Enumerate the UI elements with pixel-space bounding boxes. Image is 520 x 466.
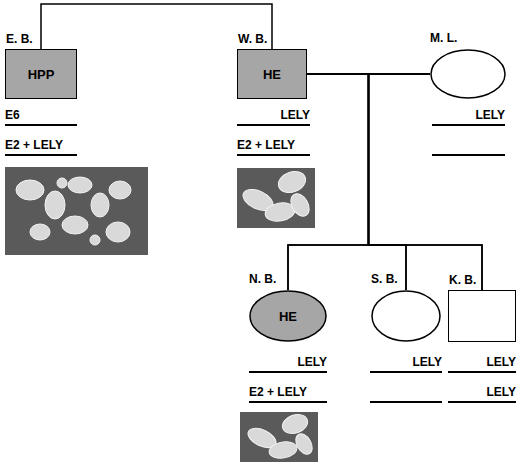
allele-label: LELY [237, 108, 310, 122]
person-name: M. L. [430, 31, 457, 45]
allele-label: LELY [448, 355, 516, 369]
person-name: S. B. [371, 272, 398, 286]
pedigree-line [288, 74, 430, 290]
pedigree-line [369, 74, 431, 290]
allele-label: E2 + LELY [5, 138, 95, 152]
pedigree-circle: M. L. [430, 49, 506, 99]
pedigree-square: W. B.HE [237, 49, 307, 99]
micrograph [240, 411, 318, 462]
pedigree-circle: S. B. [371, 290, 441, 342]
elliptocytes [245, 411, 316, 460]
person-name: N. B. [249, 272, 276, 286]
pedigree-line [307, 73, 430, 75]
allele-line [237, 124, 310, 126]
allele-line [5, 154, 77, 156]
allele-label: LELY [370, 355, 442, 369]
pedigree-square: K. B. [448, 290, 516, 342]
allele-lines [5, 125, 516, 402]
circle-shape [250, 291, 326, 341]
allele-label: E2 + LELY [237, 138, 327, 152]
phenotype-label: HPP [6, 50, 76, 98]
person-name: E. B. [6, 32, 33, 46]
allele-label: LELY [448, 385, 516, 399]
pedigree-line [307, 74, 406, 290]
allele-line [249, 371, 327, 373]
circle-outline [430, 49, 506, 99]
allele-line [249, 401, 327, 403]
circle-shape [431, 50, 505, 98]
person-name: W. B. [238, 32, 267, 46]
micrograph-background [240, 412, 318, 462]
allele-line [237, 154, 310, 156]
allele-line [5, 124, 77, 126]
micrograph-background [237, 168, 315, 228]
allele-label: LELY [432, 108, 505, 122]
phenotype-label: HE [249, 290, 327, 342]
allele-line [432, 154, 505, 156]
allele-label: LELY [249, 355, 327, 369]
person-name: K. B. [449, 273, 476, 287]
circle-shape [372, 291, 440, 341]
red-cells [16, 177, 131, 245]
pedigree-circle: N. B.HE [249, 290, 327, 342]
allele-line [448, 371, 516, 373]
pedigree-line [288, 74, 369, 290]
pedigree-line [369, 74, 483, 290]
allele-line [370, 371, 442, 373]
micrograph [237, 168, 315, 228]
circle-outline [371, 290, 441, 342]
allele-line [448, 401, 516, 403]
micrograph-background [5, 167, 148, 255]
micrograph [5, 167, 148, 255]
pedigree-square: E. B.HPP [5, 49, 77, 99]
allele-label: E2 + LELY [249, 385, 339, 399]
allele-line [432, 124, 505, 126]
elliptocytes [240, 168, 313, 224]
pedigree-line [41, 4, 272, 49]
allele-line [370, 401, 442, 403]
pedigree-line [307, 74, 482, 290]
allele-label: E6 [5, 108, 77, 122]
phenotype-label: HE [238, 50, 306, 98]
